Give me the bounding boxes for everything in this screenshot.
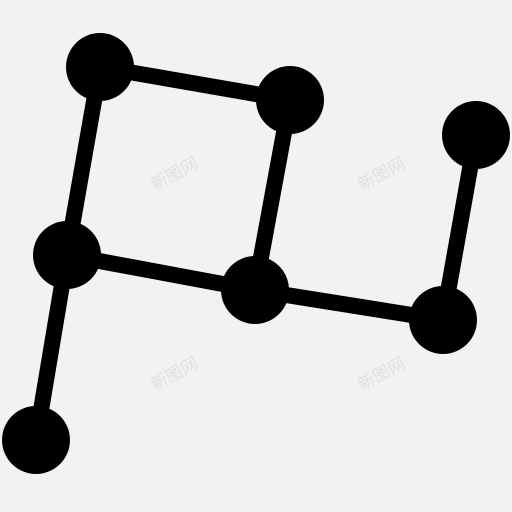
node-bottom-left [2, 406, 70, 474]
graph-edges [28, 59, 484, 448]
node-top-mid [256, 66, 324, 134]
node-center [221, 256, 289, 324]
node-right-lower [409, 286, 477, 354]
node-mid-left [33, 221, 101, 289]
node-right-upper [442, 101, 510, 169]
node-top-left [66, 33, 134, 101]
graph-nodes [2, 33, 510, 474]
